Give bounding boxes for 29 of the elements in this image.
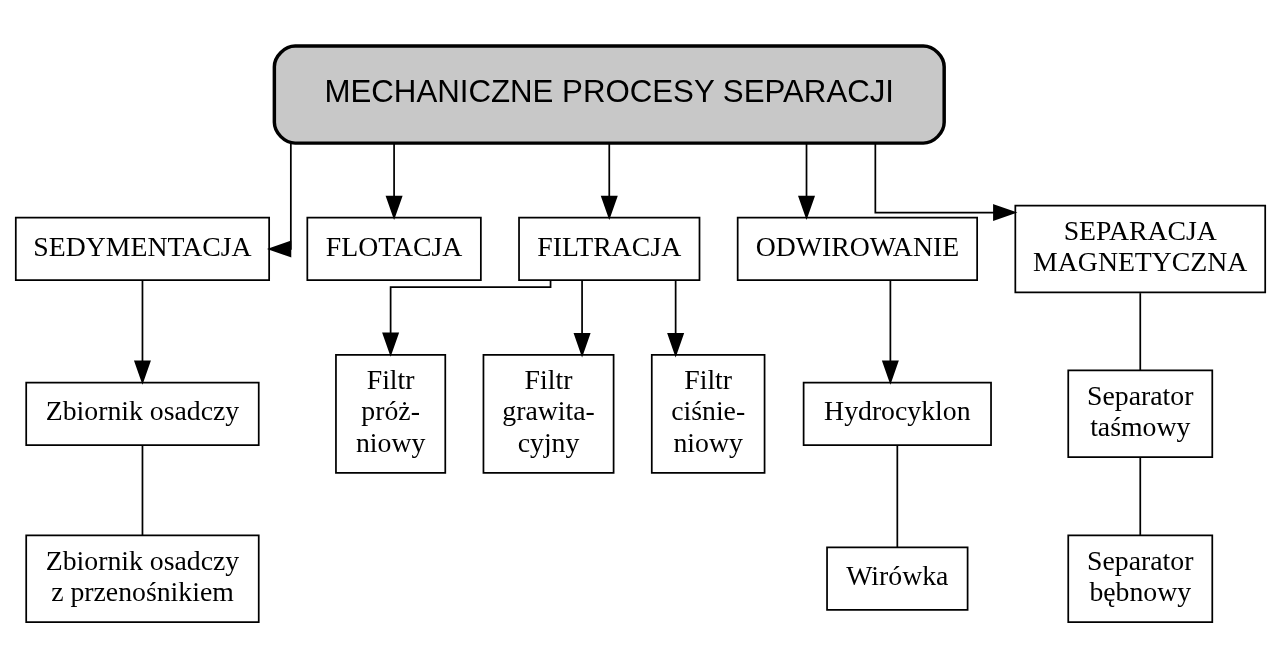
connector [1139, 292, 1142, 371]
arrow [133, 279, 151, 385]
arrow [382, 279, 552, 357]
arrow [798, 142, 816, 221]
arrow [600, 142, 618, 221]
node-box: FILTRACJA [518, 216, 701, 282]
node-box: SEDYMENTACJA [14, 216, 270, 282]
node-box: Hydrocyklon [802, 381, 992, 446]
arrow [667, 279, 685, 358]
node-box: FLOTACJA [306, 216, 482, 282]
connector [1139, 457, 1142, 536]
node-box: Separator bębnowy [1067, 534, 1214, 623]
arrow [385, 142, 403, 221]
connector [141, 444, 144, 537]
node-box: SEPARACJA MAGNETYCZNA [1014, 204, 1267, 294]
node-box: ODWIROWANIE [736, 216, 978, 282]
node-box: Filtr grawita- cyjny [482, 353, 615, 474]
node-box: MECHANICZNE PROCESY SEPARACJI [272, 44, 946, 145]
node-box: Wirówka [826, 546, 969, 611]
node-box: Zbiornik osadczy [25, 381, 260, 446]
node-box: Filtr ciśnie- niowy [650, 353, 766, 474]
arrow [266, 142, 292, 258]
arrow [874, 142, 1018, 222]
arrow [573, 279, 591, 358]
arrow [881, 279, 899, 385]
node-box: Zbiornik osadczy z przenośnikiem [25, 534, 260, 623]
node-box: Separator taśmowy [1067, 369, 1214, 459]
connector [896, 444, 899, 548]
node-box: Filtr próż- niowy [335, 353, 447, 474]
